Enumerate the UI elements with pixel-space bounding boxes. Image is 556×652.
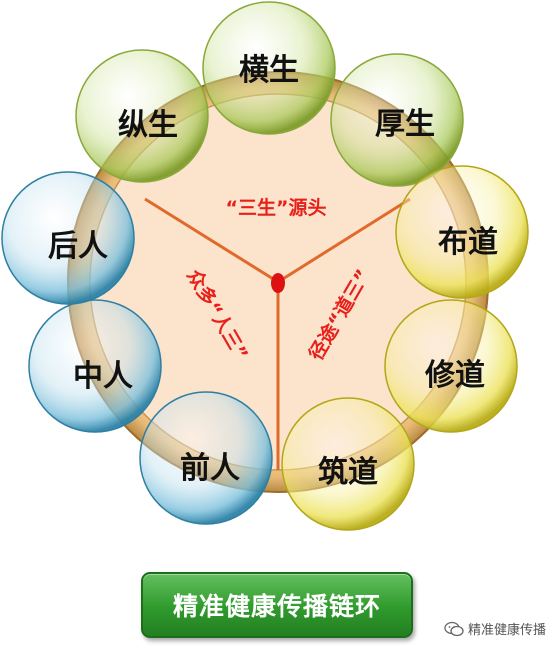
divider-top-right [277, 197, 411, 284]
bubble-label-xiudao: 修道 [424, 358, 485, 393]
watermark-text: 精准健康传播 [467, 623, 546, 638]
bubble-zongsheng: 纵生 [75, 49, 209, 183]
center-dot [271, 273, 285, 293]
bubble-zhongren: 中人 [28, 299, 162, 433]
bubble-housheng: 厚生 [330, 53, 464, 187]
bubble-label-housheng: 厚生 [375, 107, 435, 142]
footer-title-button[interactable]: 精准健康传播链环 [141, 572, 413, 638]
wechat-icon [444, 621, 464, 636]
bubble-budao: 布道 [395, 165, 529, 299]
bubble-label-zhongren: 中人 [73, 359, 133, 394]
bubble-qianren: 前人 [139, 391, 273, 525]
bubble-label-zongsheng: 纵生 [118, 108, 178, 143]
bubble-label-zhudao: 筑道 [318, 455, 378, 490]
bubble-label-houren: 后人 [48, 229, 108, 264]
bubble-label-budao: 布道 [438, 225, 498, 260]
bubble-label-hengsheng: 横生 [239, 53, 299, 88]
bubble-hengsheng: 横生 [202, 1, 336, 135]
watermark: 精准健康传播 [444, 619, 546, 638]
bubble-houren: 后人 [1, 171, 135, 305]
sector-label-top: “三生”源头 [226, 196, 327, 219]
bubble-label-qianren: 前人 [180, 451, 240, 486]
divider-top-left [144, 197, 279, 284]
bubble-zhudao: 筑道 [281, 397, 415, 531]
bubble-xiudao: 修道 [384, 299, 518, 433]
